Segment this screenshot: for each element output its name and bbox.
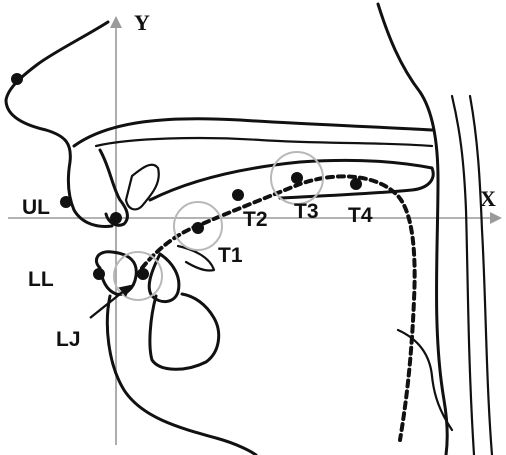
ul-marker-dot [60, 196, 72, 208]
upper-incisor-outline [126, 165, 159, 210]
t4-label: T4 [348, 204, 373, 227]
t3-marker-dot [291, 172, 303, 184]
neck-front-outline [398, 330, 452, 430]
palate-roof-inner-outline [96, 138, 432, 146]
t1-marker-dot [192, 222, 204, 234]
lj-label: LJ [56, 328, 81, 351]
t1-label: T1 [218, 244, 243, 267]
tongue-surface-contour [142, 176, 415, 440]
t3-label: T3 [294, 200, 319, 223]
nose-marker-dot [11, 73, 23, 85]
ll-marker-dot [93, 268, 105, 280]
x-axis-label: X [480, 186, 496, 211]
chin-and-neck-outline [107, 296, 256, 455]
jaw-outline [150, 294, 219, 369]
t2-label: T2 [243, 208, 268, 231]
pharynx-outer-wall-outline [470, 96, 492, 455]
y-axis-label: Y [134, 10, 150, 35]
incisor-marker-dot [110, 212, 122, 224]
ll-label: LL [28, 268, 54, 291]
lj-marker-dot [137, 268, 149, 280]
pharynx-inner-wall-outline [452, 96, 474, 455]
t2-marker-dot [232, 189, 244, 201]
t4-marker-dot [350, 178, 362, 190]
ul-label: UL [22, 196, 50, 219]
